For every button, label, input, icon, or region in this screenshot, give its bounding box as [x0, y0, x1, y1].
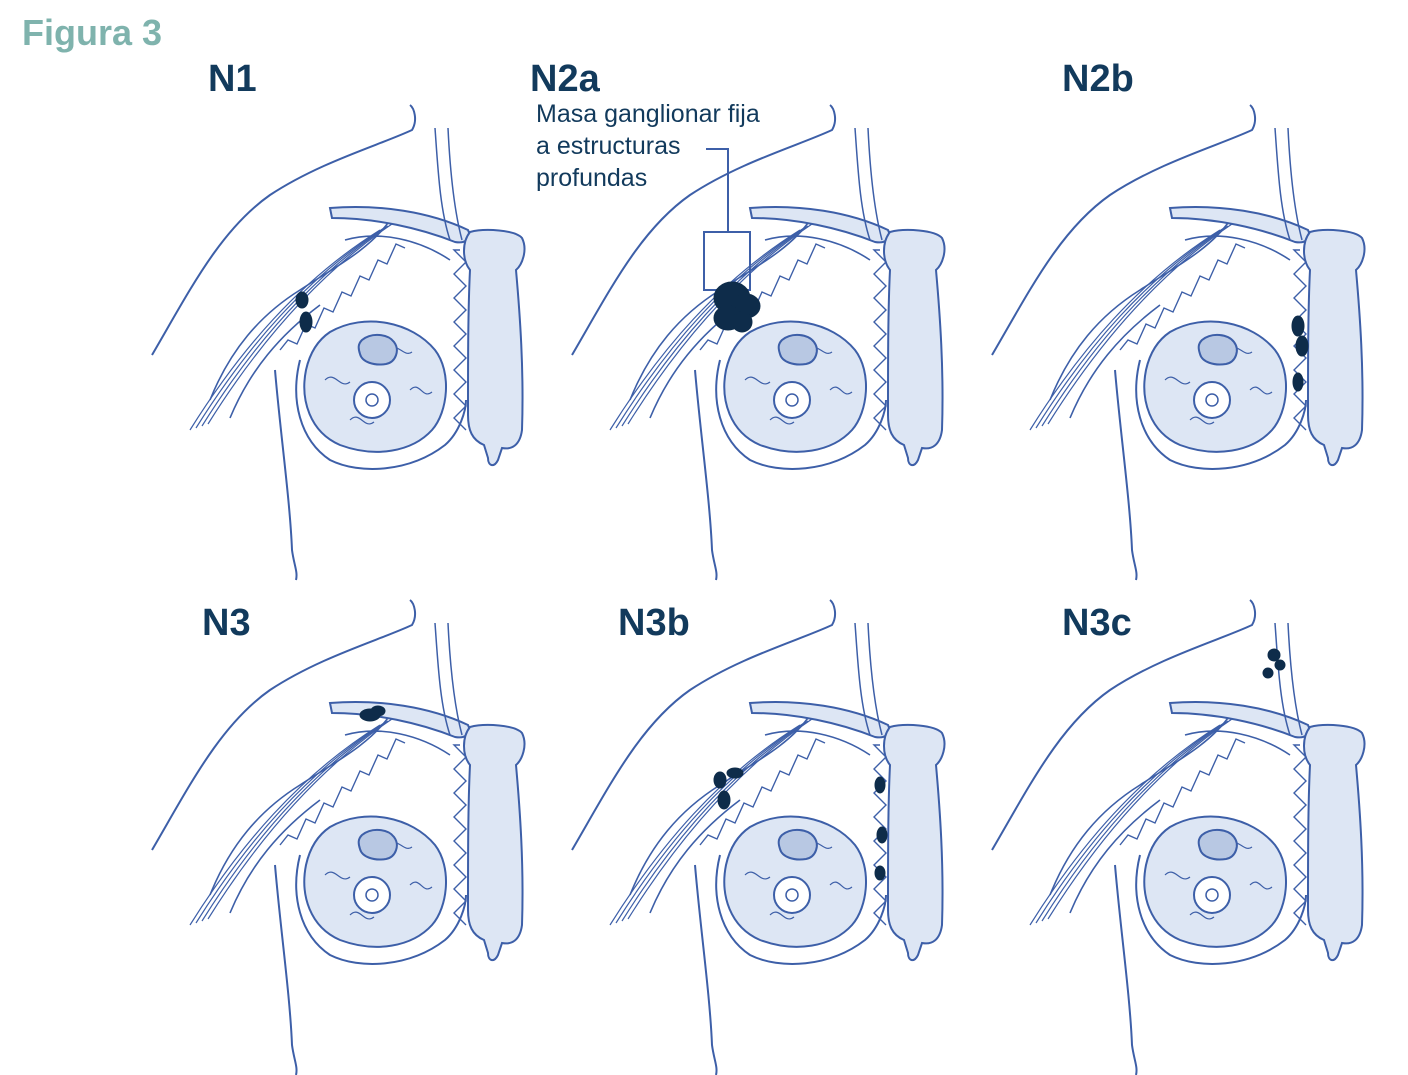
panel-label-n1: N1: [208, 58, 257, 100]
anatomy-panel-n3: [151, 599, 526, 1075]
lymph-node: [876, 826, 888, 844]
lymph-node: [726, 767, 744, 779]
lymph-node: [1295, 335, 1309, 357]
lymph-node: [295, 291, 309, 309]
annotation-line-3: profundas: [536, 164, 648, 192]
lymph-node: [1292, 372, 1304, 392]
lymph-node: [370, 705, 386, 717]
lymph-node: [1267, 648, 1281, 662]
lymph-node: [1262, 667, 1274, 679]
lymph-node: [713, 771, 727, 789]
panel-label-n3: N3: [202, 602, 251, 644]
anatomy-panel-n1: [151, 104, 526, 581]
lymph-node: [874, 865, 886, 881]
lymph-node: [731, 311, 753, 333]
panel-label-n3b: N3b: [618, 602, 690, 644]
lymph-node: [874, 776, 886, 794]
figure-title: Figura 3: [22, 12, 163, 53]
lymph-node: [717, 790, 731, 810]
lymph-node: [299, 311, 313, 333]
anatomy-panel-n3c: [991, 599, 1366, 1075]
anatomy-panel-n2b: [991, 104, 1366, 581]
annotation-line-2: a estructuras: [536, 132, 681, 160]
lymph-node: [1291, 315, 1305, 337]
anatomy-panel-n2a: [571, 104, 946, 581]
anatomy-panel-n3b: [571, 599, 946, 1075]
annotation-line-1: Masa ganglionar fija: [536, 100, 760, 128]
lymph-node: [1274, 659, 1286, 671]
panel-label-n2a: N2a: [530, 58, 600, 100]
panel-label-n3c: N3c: [1062, 602, 1132, 644]
panel-label-n2b: N2b: [1062, 58, 1134, 100]
annotation-fixed-mass: Masa ganglionar fija a estructuras profu…: [536, 98, 760, 194]
